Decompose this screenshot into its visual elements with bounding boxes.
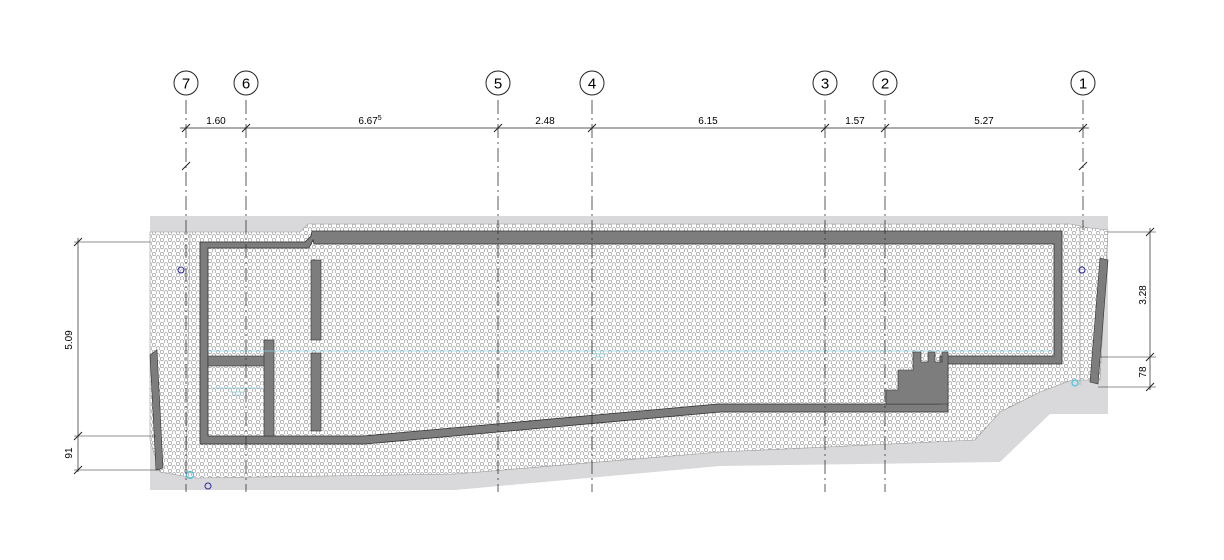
top-dimension-chain: 1.60 6.675 2.48 6.15 1.57 5.27 — [180, 115, 1089, 171]
dimension-label: 1.57 — [845, 116, 865, 127]
dimension-label: 91 — [64, 447, 75, 459]
drain-marker — [1078, 266, 1086, 274]
axis-bubble-6: 6 — [233, 70, 259, 96]
axis-bubble-1: 1 — [1070, 70, 1096, 96]
axis-bubble-5: 5 — [485, 70, 511, 96]
axis-bubble-2: 2 — [872, 70, 898, 96]
markers — [177, 266, 1086, 490]
dimension-label: 5.27 — [974, 116, 994, 127]
grid-lines — [185, 100, 1084, 492]
water-level-symbol — [230, 353, 606, 396]
drain-marker — [204, 482, 212, 490]
axis-label-6: 6 — [242, 76, 250, 93]
dimension-label: 6.675 — [358, 115, 381, 127]
drain-marker — [177, 266, 185, 274]
dimension-label: 3.28 — [1138, 285, 1149, 305]
retaining-walls — [149, 257, 1109, 471]
dimension-label: 78 — [1138, 366, 1149, 378]
axis-label-2: 2 — [881, 76, 889, 93]
pool-shell — [199, 230, 1063, 445]
right-dimension-chain: 3.28 78 — [1098, 227, 1156, 392]
dimension-label: 5.09 — [64, 330, 75, 350]
axis-label-1: 1 — [1079, 76, 1087, 93]
axis-label-7: 7 — [182, 76, 190, 93]
axis-bubble-3: 3 — [812, 70, 838, 96]
cyan-marker — [1071, 379, 1079, 387]
axis-label-5: 5 — [494, 76, 502, 93]
dimension-label: 1.60 — [206, 116, 226, 127]
dimension-label: 2.48 — [535, 116, 555, 127]
axis-bubble-4: 4 — [579, 70, 605, 96]
axis-label-3: 3 — [821, 76, 829, 93]
water-level — [208, 350, 1054, 396]
cyan-marker — [185, 470, 195, 480]
dimension-label: 6.15 — [698, 116, 718, 127]
axis-bubble-7: 7 — [173, 70, 199, 96]
axis-bubbles: 7 6 5 4 3 2 1 — [173, 70, 1096, 96]
left-dimension-chain: 5.09 91 — [64, 237, 160, 475]
axis-label-4: 4 — [588, 76, 596, 93]
